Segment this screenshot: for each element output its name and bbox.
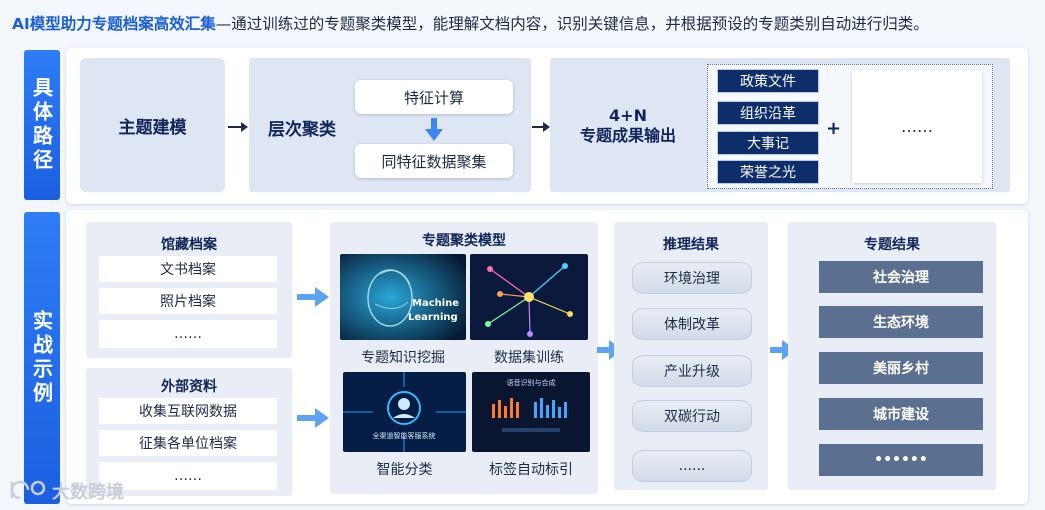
inference-item: 产业升级	[632, 355, 752, 387]
collection-item: 文书档案	[99, 256, 277, 282]
more-outputs-label: ……	[901, 117, 933, 136]
model-title: 专题聚类模型	[330, 230, 598, 250]
img4-text: 语音识别与合成	[507, 378, 556, 387]
results-title: 专题结果	[788, 234, 996, 254]
auto-tagging-image: 语音识别与合成	[472, 372, 590, 452]
output-label: 专题成果输出	[566, 126, 690, 146]
arrow-right-icon	[228, 126, 246, 128]
feature-calc-label: 特征计算	[404, 87, 464, 108]
hierarchical-cluster-label: 层次聚类	[268, 115, 336, 140]
output-title: 4+N 专题成果输出	[566, 106, 690, 146]
title-description: —通过训练过的专题聚类模型，能理解文档内容，识别关键信息，并根据预设的专题类别自…	[216, 15, 929, 33]
output-count: 4+N	[566, 106, 690, 126]
output-item: 政策文件	[717, 69, 819, 93]
watermark-logo-icon	[8, 478, 48, 502]
page-title: AI模型助力专题档案高效汇集—通过训练过的专题聚类模型，能理解文档内容，识别关键…	[12, 12, 929, 34]
result-item: 生态环境	[819, 306, 983, 338]
result-item: ••••••	[819, 444, 983, 476]
external-title: 外部资料	[86, 376, 292, 396]
watermark-text: 大数跨境	[52, 478, 124, 504]
feature-cluster-box: 同特征数据聚集	[355, 144, 513, 178]
more-outputs-box: ……	[852, 70, 982, 183]
external-item: 征集各单位档案	[99, 430, 277, 456]
model-caption: 专题知识挖掘	[340, 347, 466, 367]
model-caption: 智能分类	[343, 459, 466, 479]
inference-item: ......	[632, 450, 752, 482]
feature-cluster-label: 同特征数据聚集	[381, 151, 486, 172]
collection-item: ……	[99, 320, 277, 348]
inference-item: 体制改革	[632, 308, 752, 340]
collection-item: 照片档案	[99, 288, 277, 314]
dataset-network-image	[470, 254, 588, 340]
topic-modeling-label: 主题建模	[119, 113, 187, 138]
result-item: 社会治理	[819, 261, 983, 293]
external-item: 收集互联网数据	[99, 398, 277, 424]
img1-text-1: Machine	[412, 298, 459, 309]
output-item: 荣誉之光	[717, 160, 819, 184]
plus-sign: +	[826, 118, 841, 139]
external-item: ……	[99, 462, 277, 490]
model-caption: 标签自动标引	[472, 459, 590, 479]
collection-title: 馆藏档案	[86, 234, 292, 254]
model-caption: 数据集训练	[470, 347, 588, 367]
feature-calc-box: 特征计算	[355, 80, 513, 114]
result-item: 美丽乡村	[819, 352, 983, 384]
title-highlight: AI模型助力专题档案高效汇集	[12, 15, 216, 33]
arrow-down-icon	[425, 118, 443, 142]
result-item: 城市建设	[819, 398, 983, 430]
output-item: 组织沿革	[717, 101, 819, 125]
inference-item: 环境治理	[632, 262, 752, 294]
img1-text-2: Learning	[408, 312, 458, 323]
path-side-label: 具体路径	[24, 50, 60, 200]
img3-text: 全渠道智能客服系统	[373, 431, 436, 440]
inference-item: 双碳行动	[632, 400, 752, 432]
output-item: 大事记	[717, 131, 819, 155]
flow-arrow-icon	[297, 287, 329, 307]
topic-modeling-step: 主题建模	[80, 58, 225, 192]
flow-arrow-icon	[297, 408, 329, 428]
machine-learning-image: Machine Learning	[340, 254, 466, 340]
smart-classification-image: 全渠道智能客服系统	[343, 372, 466, 452]
arrow-right-icon	[532, 126, 548, 128]
inference-title: 推理结果	[614, 234, 768, 254]
example-side-label: 实战示例	[24, 212, 60, 504]
